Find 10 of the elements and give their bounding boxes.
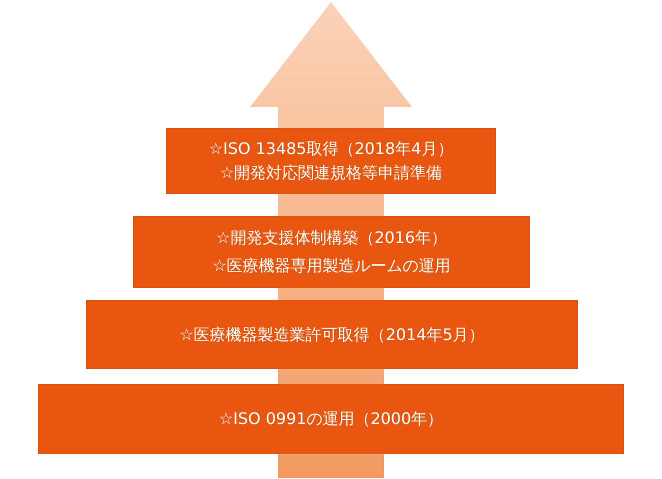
stage-text: ☆ISO 13485取得（2018年4月） bbox=[208, 138, 454, 160]
stage-box bbox=[133, 216, 530, 288]
stage-text: ☆ISO 0991の運用（2000年） bbox=[218, 408, 444, 430]
stage-text: ☆開発対応関連規格等申請準備 bbox=[220, 162, 442, 184]
stage-text: ☆医療機器専用製造ルームの運用 bbox=[212, 255, 451, 277]
stage-box bbox=[166, 128, 496, 194]
stage-text: ☆医療機器製造業許可取得（2014年5月） bbox=[179, 324, 485, 346]
stage-box bbox=[86, 300, 578, 369]
stage-text: ☆開発支援体制構築（2016年） bbox=[216, 227, 448, 249]
stage-box bbox=[38, 384, 624, 454]
